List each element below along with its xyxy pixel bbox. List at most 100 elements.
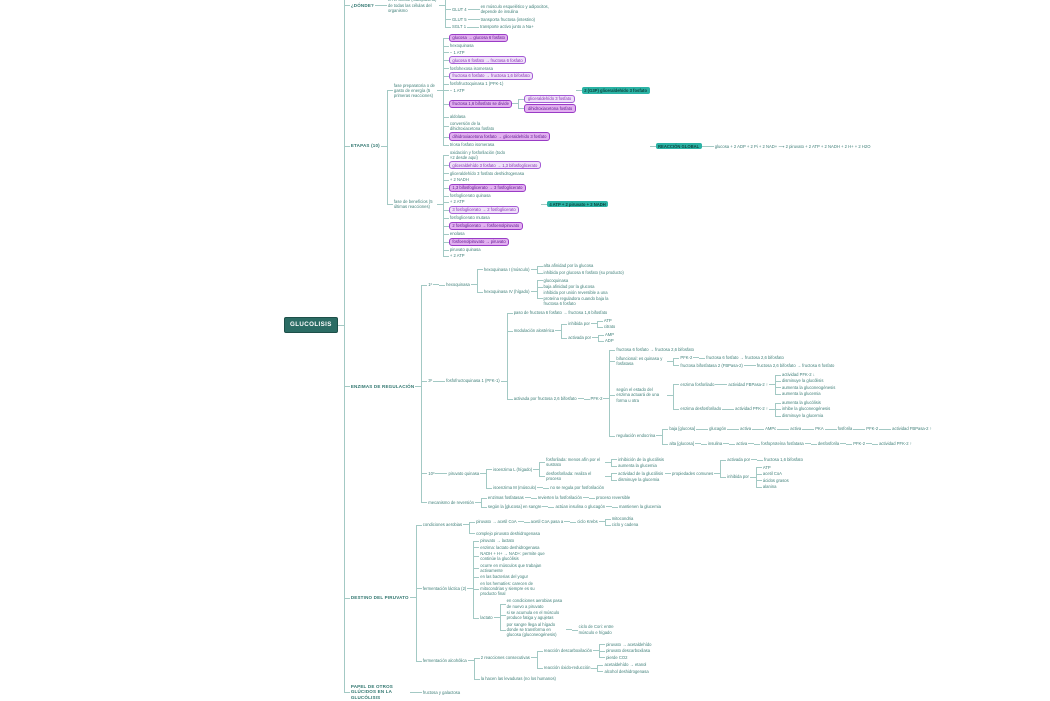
node-inhibe-la-gluconeogenesis[interactable]: inhibe la gluconeogénesis <box>781 406 831 412</box>
node-2-g3p-gliceraldehido-3-fosfa[interactable]: 2 (G3P) gliceraldehído 3 fosfato <box>581 87 650 94</box>
node-triosa-fosfato-isomerasa[interactable]: triosa fosfato isomerasa <box>449 141 495 147</box>
node-en-condiciones-aerobias-pasa[interactable]: en condiciones aerobias pasa de nuevo a … <box>506 598 563 609</box>
node-aumenta-la-glucemia[interactable]: aumenta la glucemia <box>618 463 657 468</box>
node-segun-el-estado-del-enzima-a[interactable]: según el estado del enzima actuará de un… <box>616 387 660 403</box>
node-disminuye-la-glucolisis[interactable]: disminuye la glucólisis <box>781 378 824 384</box>
node-en-los-hematies-carecen-de-m[interactable]: en los hematíes: carecen de mitocondrias… <box>480 580 535 597</box>
node-fructosa-2-6-bifosfato-fruct[interactable]: fructosa 2,6 bifosfato → fructosa 6 fosf… <box>756 362 835 368</box>
node-ciclo-krebs[interactable]: ciclo Krebs <box>577 519 598 525</box>
node-en-el-citosol-hialoplasma-de[interactable]: en el citosol (hialoplasma) de todas las… <box>387 0 436 13</box>
node-pfk-2[interactable]: PFK-2 <box>590 396 603 402</box>
node-transporta-fructosa-intestin[interactable]: transporta fructosa (intestino) <box>480 16 536 22</box>
node-fase-preparatoria-o-de-gasto[interactable]: fase preparatoria o de gasto de energía … <box>393 82 435 99</box>
node-actividad-pfk-2[interactable]: actividad PFK-2 ↓ <box>781 371 815 377</box>
root-node[interactable]: GLUCOLISIS <box>284 317 338 333</box>
node-activa[interactable]: activa <box>740 426 752 432</box>
node-10[interactable]: 10º <box>428 470 435 476</box>
node-enzima-desfosforilado[interactable]: enzima desfosforilado <box>680 406 722 412</box>
node-fermentacion-lactica-2[interactable]: fermentación láctica (2) <box>422 585 467 591</box>
node-atp[interactable]: ATP <box>603 317 612 323</box>
node-mecanismo-de-reversion[interactable]: mecanismo de reversión <box>428 499 474 505</box>
node-1[interactable]: 1º <box>428 282 433 288</box>
node-ampc[interactable]: AMPc <box>765 426 777 432</box>
node-pfk-2[interactable]: PFK-2 <box>853 441 866 447</box>
node-glucagon[interactable]: glucagón <box>709 426 727 432</box>
node-2-atp[interactable]: + 2 ATP <box>449 253 465 259</box>
node-fosfoglicerato-quinasa[interactable]: fosfoglicerato quinasa <box>449 192 491 198</box>
node-glucosa-6-fosfato-fructosa-6[interactable]: glucosa 6 fosfato → fructosa 6 fosfato <box>448 56 527 65</box>
node-fructosa-1-6-bifosfato-se-di[interactable]: fructosa 1,6 bifosfato se divide <box>448 99 513 108</box>
node-revierten-la-fosforilacion[interactable]: revierten la fosforilación <box>537 495 582 501</box>
node-hexoquinasa[interactable]: hexoquinasa <box>446 282 470 288</box>
node-3[interactable]: 3º <box>428 378 433 384</box>
node-gliceraldehido-3-fosfato[interactable]: gliceraldehído 3 fosfato <box>524 94 575 104</box>
node-glucoquinasa[interactable]: glucoquinasa <box>543 277 569 283</box>
node-fructosa-6-fosfato-fructosa-[interactable]: fructosa 6 fosfato → fructosa 1,6 bifosf… <box>448 71 534 81</box>
node-dihidroxiacetona-fosfato[interactable]: dihidroxiacetona fosfato <box>524 104 576 113</box>
node-por-sangre-llega-al-higado-d[interactable]: por sangre llega al hígado donde se tran… <box>506 621 557 638</box>
node-fosfoglicerato-mutasa[interactable]: fosfoglicerato mutasa <box>449 215 490 221</box>
node-glucosa-glucosa-6-fosfato[interactable]: glucosa → glucosa 6 fosfato <box>448 33 509 43</box>
node-2-atp[interactable]: + 2 ATP <box>449 199 465 205</box>
node-condiciones-aerobias[interactable]: condiciones aerobias <box>422 522 463 528</box>
node-isoenzima-m-musculo[interactable]: isoenzima M (músculo) <box>493 485 537 491</box>
node-modulacion-alosterica[interactable]: modulación alostérica <box>513 328 555 334</box>
node-piruvato-descarboxilasa[interactable]: piruvato descarboxilasa <box>606 648 651 654</box>
node-fructosa-y-galactosa[interactable]: fructosa y galactosa <box>422 689 461 695</box>
node-fosfohexosa-isomerasa[interactable]: fosfohexosa isomerasa <box>449 65 493 71</box>
node-piruvato-acetil-coa[interactable]: piruvato → acetil CoA <box>476 519 517 525</box>
node-pierde-co2[interactable]: pierde CO2 <box>606 654 628 660</box>
node-piruvato-quinasa[interactable]: piruvato quinasa <box>448 470 480 476</box>
node-insulina[interactable]: insulina <box>708 441 723 447</box>
node-fosfofructoquinasa-1-pfk-1[interactable]: fosfofructoquinasa 1 (PFK-1) <box>449 81 504 87</box>
node-inhibida-por[interactable]: inhibida por <box>727 474 749 480</box>
node-adp[interactable]: ADP <box>605 338 614 344</box>
node-activada-por-fructosa-2-6-bi[interactable]: activada por fructosa 2,6 bifosfato <box>513 396 577 402</box>
node-actuan-insulina-o-glucagon[interactable]: actúan insulina o glucagón <box>555 504 606 510</box>
node-hexoquinasa[interactable]: hexoquinasa <box>449 43 474 49</box>
node-disminuye-la-glucemia[interactable]: disminuye la glucemia <box>781 412 824 418</box>
node-reaccion-oxido-reduccion[interactable]: reacción óxido-reducción <box>543 665 591 671</box>
node-pfk-2[interactable]: PFK-2 <box>866 426 879 432</box>
node-fructosa-6-fosfato-fructosa-[interactable]: fructosa 6 fosfato → fructosa 2,6 bifosf… <box>706 354 784 360</box>
node-papel-de-otros-glucidos-en-l[interactable]: papel de otros glúcidos en la glucólisis <box>350 683 393 701</box>
node-ocurre-en-musculos-que-traba[interactable]: ocurre en músculos que trabajan activame… <box>480 562 542 573</box>
node-fase-de-beneficios-5-ultimas[interactable]: fase de beneficios (5 últimas reacciones… <box>393 198 433 210</box>
node-ciclo-y-cadena[interactable]: ciclo y cadena <box>611 522 639 528</box>
node-aldolasa[interactable]: aldolasa <box>449 114 466 120</box>
node-desfosforila[interactable]: desfosforila <box>817 441 840 447</box>
node-actividad-pfk-2[interactable]: actividad PFK-2 ↑ <box>879 441 912 447</box>
node-etapas-10[interactable]: etapas (10) <box>350 143 380 149</box>
node-baja-afinidad-por-la-glucosa[interactable]: baja afinidad por la glucosa <box>543 283 595 289</box>
node-en-musculo-esqueletico-y-adi[interactable]: en músculo esquelético y adipocitos, dep… <box>480 3 549 15</box>
node-enzimas-fosfatasas[interactable]: enzimas fosfatasas <box>487 495 524 501</box>
node-aumenta-la-gluconeogenesis[interactable]: aumenta la gluconeogénesis <box>781 384 836 390</box>
node-fermentacion-alcoholica[interactable]: fermentación alcohólica <box>422 658 467 664</box>
node-acetaldehido-etanol[interactable]: acetaldehído → etanol <box>604 662 647 668</box>
node-regulacion-endocrina[interactable]: regulación endocrina <box>616 433 656 439</box>
node-actividad-pfk-2[interactable]: actividad PFK-2 ↑ <box>735 406 768 412</box>
node-isoenzima-l-higado[interactable]: isoenzima L (hígado) <box>493 466 533 472</box>
node-2-reacciones-consecutivas[interactable]: 2 reacciones consecutivas <box>480 655 530 661</box>
node-fosforila[interactable]: fosforila <box>837 426 853 432</box>
node-actividad-fbpasa-2[interactable]: actividad FBPasa-2 ↑ <box>728 381 768 387</box>
node-glucosa-2-adp-2-pi-2-nad-2-p[interactable]: glucosa + 2 ADP + 2 Pi + 2 NAD+ ⟶ 2 piru… <box>714 143 871 149</box>
node-activada-por[interactable]: activada por <box>568 335 592 341</box>
node-fosfofructoquinasa-1-pfk-1[interactable]: fosfofructoquinasa 1 (PFK-1) <box>446 378 500 384</box>
node-pka[interactable]: PKA <box>815 426 824 432</box>
node-enzimas-de-regulacion[interactable]: enzimas de regulación <box>350 383 415 389</box>
node-inhibicion-de-la-glucolisis[interactable]: inhibición de la glucólisis <box>618 456 665 462</box>
node-alanina[interactable]: alanina <box>762 484 777 490</box>
node-ciclo-de-cori-entre-musculo-[interactable]: ciclo de Cori: entre músculo e hígado <box>578 624 614 635</box>
node-enzima-fosforilado[interactable]: enzima fosforilado <box>680 381 715 387</box>
node-piruvato-quinasa[interactable]: piruvato quinasa <box>449 247 481 253</box>
node-piruvato-lactato[interactable]: piruvato → lactato <box>480 538 515 544</box>
node-activa[interactable]: activa <box>736 441 748 447</box>
node-enzima-lactato-deshidrogenas[interactable]: enzima: lactato deshidrogenasa <box>480 544 540 550</box>
node-1-atp[interactable]: − 1 ATP <box>449 49 465 55</box>
node-en-las-bacterias-del-yogur[interactable]: en las bacterias del yogur <box>480 574 529 580</box>
node-la-hacen-las-levaduras-no-lo[interactable]: la hacen las levaduras (no los humanos) <box>480 676 556 682</box>
node-inhibida-por[interactable]: inhibida por <box>568 321 590 327</box>
node-no-se-regula-por-fosforilaci[interactable]: no se regula por fosforilación <box>550 485 605 491</box>
node-inhibida-por-glucosa-6-fosfa[interactable]: inhibida por glucosa 6 fosfato (su produ… <box>543 269 624 275</box>
